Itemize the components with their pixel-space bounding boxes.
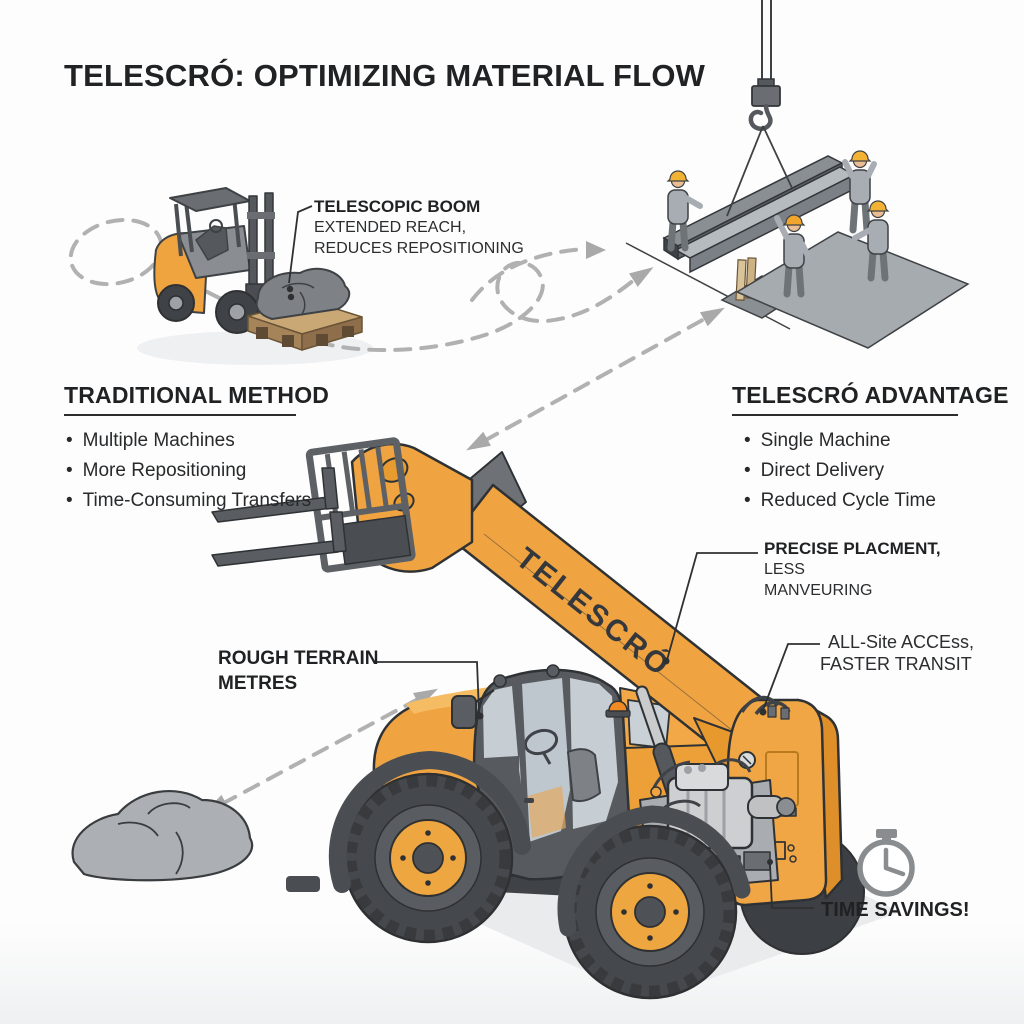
callout-line: ROUGH TERRAIN (218, 648, 379, 669)
beacon-light (605, 700, 631, 718)
crane-rigging (726, 0, 793, 217)
callout-heading: TELESCOPIC BOOM (314, 197, 481, 216)
arrowhead (629, 267, 654, 287)
list-item: Single Machine (744, 426, 1009, 456)
pallet-load (247, 267, 363, 351)
rear-wheel (562, 824, 738, 1000)
leader-precise-placement (666, 552, 758, 661)
side-mirror (451, 688, 495, 729)
worker (666, 170, 703, 252)
callout-time-savings: TIME SAVINGS! (821, 899, 970, 921)
front-wheel (342, 772, 514, 944)
hardhat-icon (848, 150, 872, 162)
callout-line: ALL-Site ACCEss, (828, 632, 975, 652)
callout-site-access: ALL-Site ACCEss, FASTER TRANSIT (820, 631, 974, 675)
steel-beam (662, 155, 856, 274)
telehandler-illustration: TELESCRÓ (211, 437, 865, 1000)
rear-fender (557, 805, 751, 937)
fork-attachment (211, 437, 474, 573)
concrete-slab (735, 231, 970, 349)
gravel-pile (71, 789, 254, 882)
leader-telescopic-boom (288, 205, 313, 284)
workers (666, 150, 890, 298)
squiggle-branch (470, 247, 586, 302)
mud-flap (286, 876, 320, 892)
callout-line: MANVEURING (764, 582, 873, 599)
worker (842, 150, 877, 234)
front-fender (328, 751, 531, 893)
leader-site-access (762, 643, 820, 711)
telescro-advantage-list: Single Machine Direct Delivery Reduced C… (744, 426, 1009, 516)
forklift-illustration (153, 187, 363, 351)
work-light-icon (546, 664, 560, 678)
callout-heading: PRECISE PLACMENT, (764, 539, 941, 558)
pallet-cargo (255, 267, 351, 320)
list-item: Reduced Cycle Time (744, 486, 1009, 516)
work-light-icon (493, 674, 507, 688)
stopwatch-icon (857, 829, 915, 897)
crane-crew-illustration (625, 0, 970, 349)
callout-precise-placement: PRECISE PLACMENT, LESS MANVEURING (764, 538, 941, 601)
arrowhead (586, 241, 606, 259)
page-title: TELESCRÓ: OPTIMIZING MATERIAL FLOW (64, 58, 706, 93)
list-item: More Repositioning (66, 456, 329, 486)
leader-rough-terrain (375, 661, 480, 714)
list-item: Direct Delivery (744, 456, 1009, 486)
loop-arrow-forklift (68, 217, 164, 287)
hardhat-icon (782, 214, 806, 226)
telescro-advantage-panel: TELESCRÓ ADVANTAGE Single Machine Direct… (732, 382, 1009, 516)
panel-heading: TELESCRÓ ADVANTAGE (732, 382, 1009, 408)
callout-line: METRES (218, 673, 298, 694)
leader-lines (286, 205, 820, 909)
list-item: Multiple Machines (66, 426, 329, 456)
transfer-arrow (482, 315, 710, 443)
traditional-method-list: Multiple Machines More Repositioning Tim… (66, 426, 329, 516)
forklift-steering-wheel (209, 219, 223, 233)
worker (774, 214, 811, 298)
leader-time-savings (769, 863, 814, 909)
arrowhead (466, 431, 491, 451)
hardhat-icon (666, 170, 690, 182)
heading-rule (64, 414, 296, 416)
fork-tine (211, 540, 339, 567)
crane-hook-icon (748, 103, 773, 131)
hardhat-icon (866, 200, 890, 212)
list-item: Time-Consuming Transfers (66, 486, 329, 516)
traditional-method-panel: TRADITIONAL METHOD Multiple Machines Mor… (64, 382, 329, 516)
squiggle-path (316, 261, 636, 353)
callout-line: EXTENDED REACH, (314, 219, 467, 236)
arrowhead (700, 307, 725, 327)
callout-line: FASTER TRANSIT (820, 654, 972, 674)
callout-rough-terrain: ROUGH TERRAIN METRES (218, 646, 378, 696)
worker (852, 200, 890, 282)
panel-heading: TRADITIONAL METHOD (64, 382, 330, 408)
terrain-arrow (220, 696, 422, 806)
callout-line: REDUCES REPOSITIONING (314, 240, 524, 257)
operator-seat (567, 748, 601, 803)
callout-telescopic-boom: TELESCOPIC BOOM EXTENDED REACH, REDUCES … (314, 196, 524, 259)
forklift-roof (169, 187, 251, 212)
door-handle (524, 798, 534, 803)
heading-rule (732, 414, 958, 416)
windshield (483, 686, 518, 758)
hook-block (751, 85, 781, 107)
callout-line: LESS (764, 561, 805, 578)
